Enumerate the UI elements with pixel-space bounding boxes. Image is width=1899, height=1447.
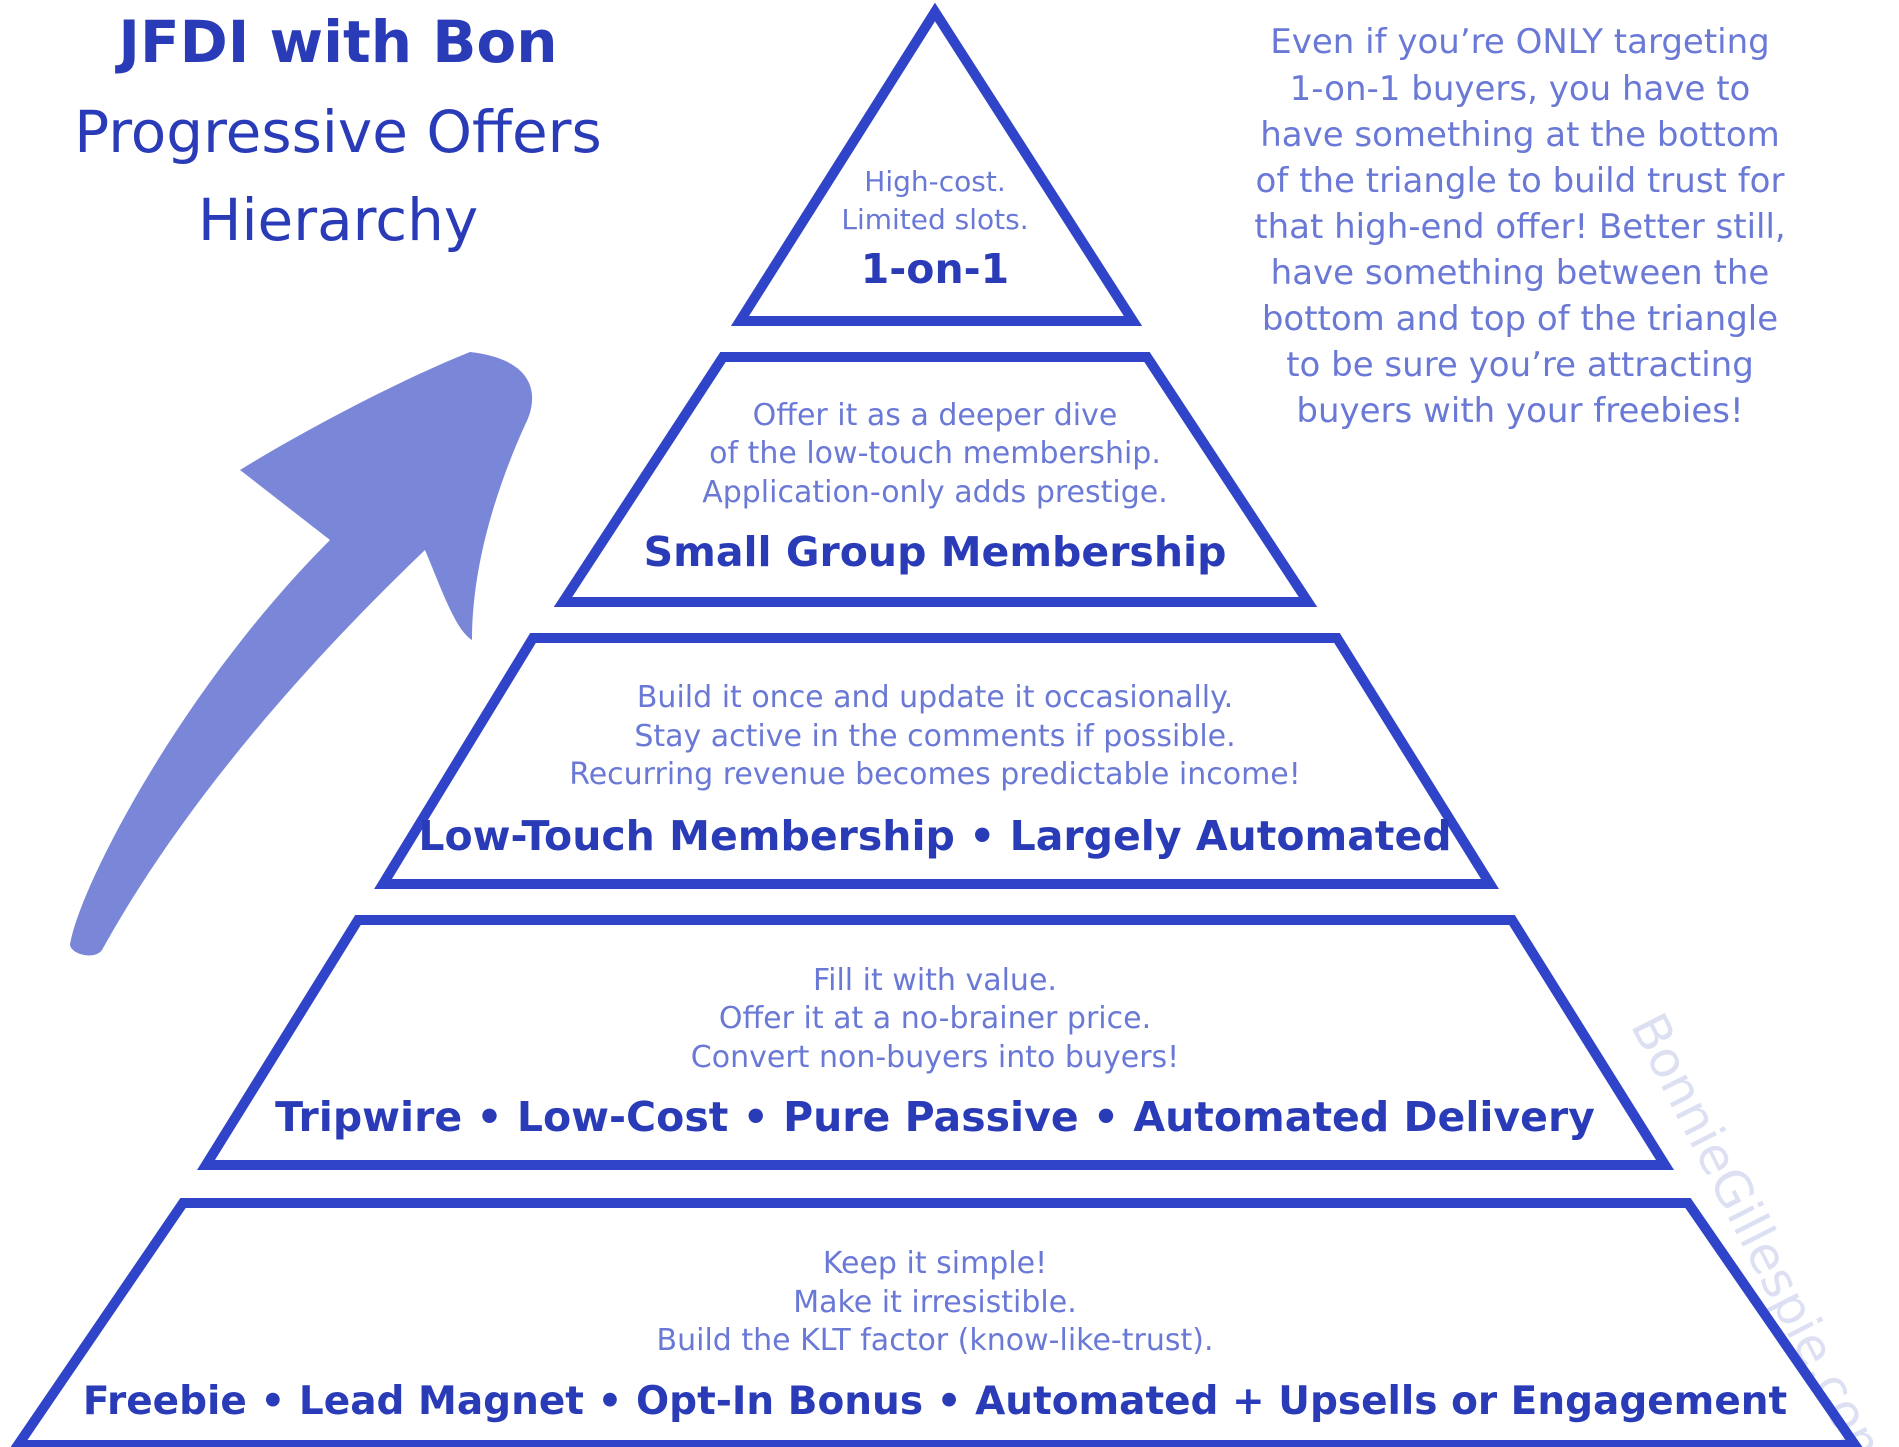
tier-outline <box>374 633 1499 889</box>
callout-text: Even if you’re ONLY targeting 1-on-1 buy… <box>1254 22 1785 431</box>
tier-description-line: Convert non-buyers into buyers! <box>691 1040 1179 1075</box>
tier-title: Tripwire • Low-Cost • Pure Passive • Aut… <box>275 1093 1595 1141</box>
tier-description-line: Make it irresistible. <box>793 1285 1077 1320</box>
callout-line: to be sure you’re attracting <box>1286 345 1754 385</box>
tier-description-line: Build it once and update it occasionally… <box>637 680 1233 715</box>
tier-description-line: Offer it at a no-brainer price. <box>719 1001 1151 1036</box>
page-subtitle-line-2: Hierarchy <box>198 186 478 254</box>
tier-description-line: Build the KLT factor (know-like-trust). <box>657 1323 1214 1358</box>
tier-description-line: High-cost. <box>864 165 1005 198</box>
tier-description-line: Keep it simple! <box>823 1246 1047 1281</box>
tier-title: Small Group Membership <box>644 528 1227 576</box>
tier-outline <box>730 2 1143 326</box>
callout-line: buyers with your freebies! <box>1296 391 1743 431</box>
tier-description-line: Recurring revenue becomes predictable in… <box>569 757 1301 792</box>
tier-title: Low-Touch Membership • Largely Automated <box>418 812 1451 860</box>
callout-line: Even if you’re ONLY targeting <box>1270 22 1770 62</box>
tier-outline <box>10 1198 1863 1447</box>
tier-title: 1-on-1 <box>861 245 1009 293</box>
tier-description-line: Fill it with value. <box>813 963 1057 998</box>
pyramid-tier-small-group-membership: Offer it as a deeper dive of the low-tou… <box>553 352 1318 607</box>
tier-description-line: Application-only adds prestige. <box>702 475 1168 510</box>
page-title: JFDI with Bon <box>114 8 557 76</box>
callout-line: that high-end offer! Better still, <box>1254 207 1785 247</box>
pyramid-tier-low-touch-membership: Build it once and update it occasionally… <box>374 633 1499 889</box>
callout-line: have something at the bottom <box>1260 115 1780 155</box>
tier-description-line: of the low-touch membership. <box>709 436 1161 471</box>
callout-line: bottom and top of the triangle <box>1262 299 1778 339</box>
pyramid-tier-freebie: Keep it simple! Make it irresistible. Bu… <box>10 1198 1863 1447</box>
upward-arrow-icon <box>70 352 533 956</box>
tier-description-line: Stay active in the comments if possible. <box>634 719 1235 754</box>
tier-outline <box>553 352 1318 607</box>
callout-line: 1-on-1 buyers, you have to <box>1290 69 1751 109</box>
pyramid-tier-tripwire: Fill it with value. Offer it at a no-bra… <box>197 915 1675 1170</box>
tier-outline <box>197 915 1675 1170</box>
callout-line: have something between the <box>1271 253 1770 293</box>
pyramid-tier-1-on-1: High-cost. Limited slots. 1-on-1 <box>730 2 1143 326</box>
page-subtitle-line-1: Progressive Offers <box>74 98 601 166</box>
tier-description-line: Limited slots. <box>841 203 1028 236</box>
tier-title: Freebie • Lead Magnet • Opt-In Bonus • A… <box>83 1379 1787 1424</box>
callout-line: of the triangle to build trust for <box>1256 161 1785 201</box>
tier-description-line: Offer it as a deeper dive <box>753 398 1118 433</box>
